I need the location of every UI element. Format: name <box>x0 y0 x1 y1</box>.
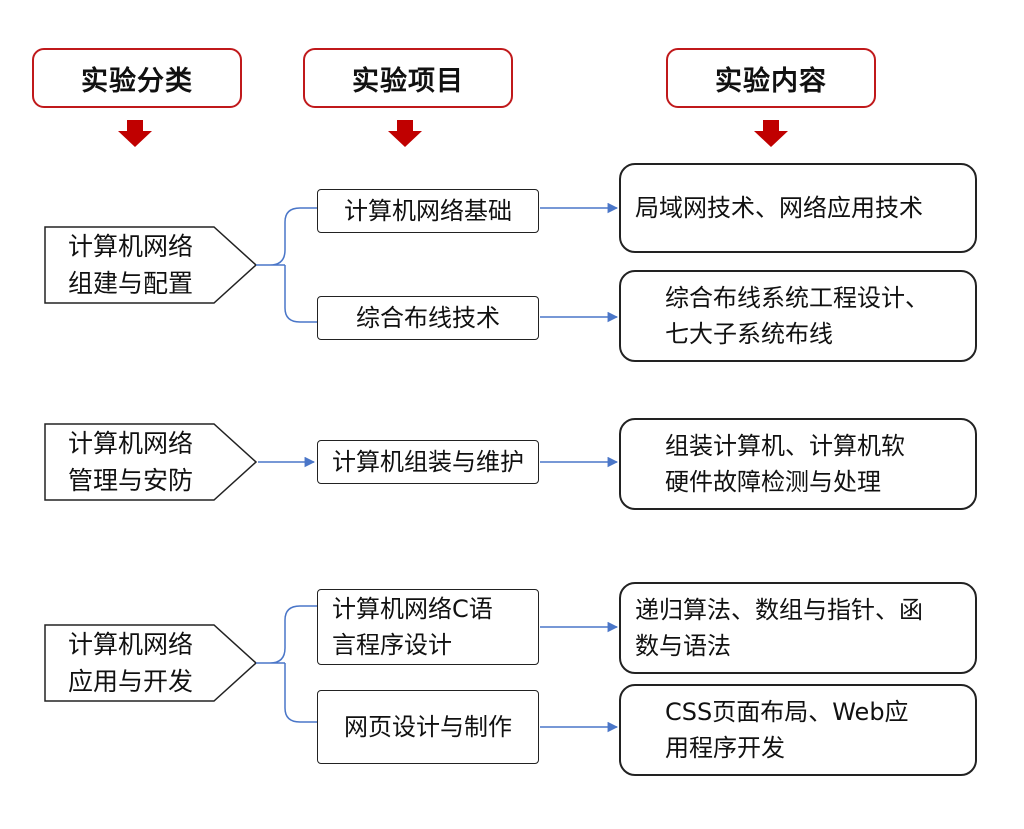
content-label-3: 组装计算机、计算机软 硬件故障检测与处理 <box>665 432 905 496</box>
content-box-1: 局域网技术、网络应用技术 <box>619 163 977 253</box>
content-box-4: 递归算法、数组与指针、函 数与语法 <box>619 582 977 674</box>
category-label-1: 计算机网络 组建与配置 <box>68 232 194 298</box>
content-label-5: CSS页面布局、Web应 用程序开发 <box>665 698 909 762</box>
bracket-connector-1 <box>256 207 317 323</box>
project-box-1: 计算机网络基础 <box>317 189 539 233</box>
bracket-connector-3 <box>256 605 317 723</box>
content-box-2: 综合布线系统工程设计、 七大子系统布线 <box>619 270 977 362</box>
content-label-4: 递归算法、数组与指针、函 数与语法 <box>635 596 923 660</box>
down-arrow-category <box>118 120 152 147</box>
category-label-2: 计算机网络 管理与安防 <box>68 429 194 495</box>
category-shape-1 <box>44 226 258 304</box>
down-arrow-content <box>754 120 788 147</box>
project-box-5: 网页设计与制作 <box>317 690 539 764</box>
header-category: 实验分类 <box>32 48 242 108</box>
project-label-4: 计算机网络C语 言程序设计 <box>332 595 493 659</box>
content-label-1: 局域网技术、网络应用技术 <box>635 194 923 222</box>
project-label-5: 网页设计与制作 <box>344 713 512 741</box>
header-content: 实验内容 <box>666 48 876 108</box>
project-label-3: 计算机组装与维护 <box>332 448 524 476</box>
project-box-3: 计算机组装与维护 <box>317 440 539 484</box>
project-label-2: 综合布线技术 <box>356 304 500 332</box>
content-box-3: 组装计算机、计算机软 硬件故障检测与处理 <box>619 418 977 510</box>
content-box-5: CSS页面布局、Web应 用程序开发 <box>619 684 977 776</box>
category-label-3: 计算机网络 应用与开发 <box>68 630 194 696</box>
down-arrow-project <box>388 120 422 147</box>
project-box-4: 计算机网络C语 言程序设计 <box>317 589 539 665</box>
category-shape-3 <box>44 624 258 702</box>
content-label-2: 综合布线系统工程设计、 七大子系统布线 <box>665 284 929 348</box>
category-shape-2 <box>44 423 258 501</box>
project-label-1: 计算机网络基础 <box>344 197 512 225</box>
header-project: 实验项目 <box>303 48 513 108</box>
project-box-2: 综合布线技术 <box>317 296 539 340</box>
